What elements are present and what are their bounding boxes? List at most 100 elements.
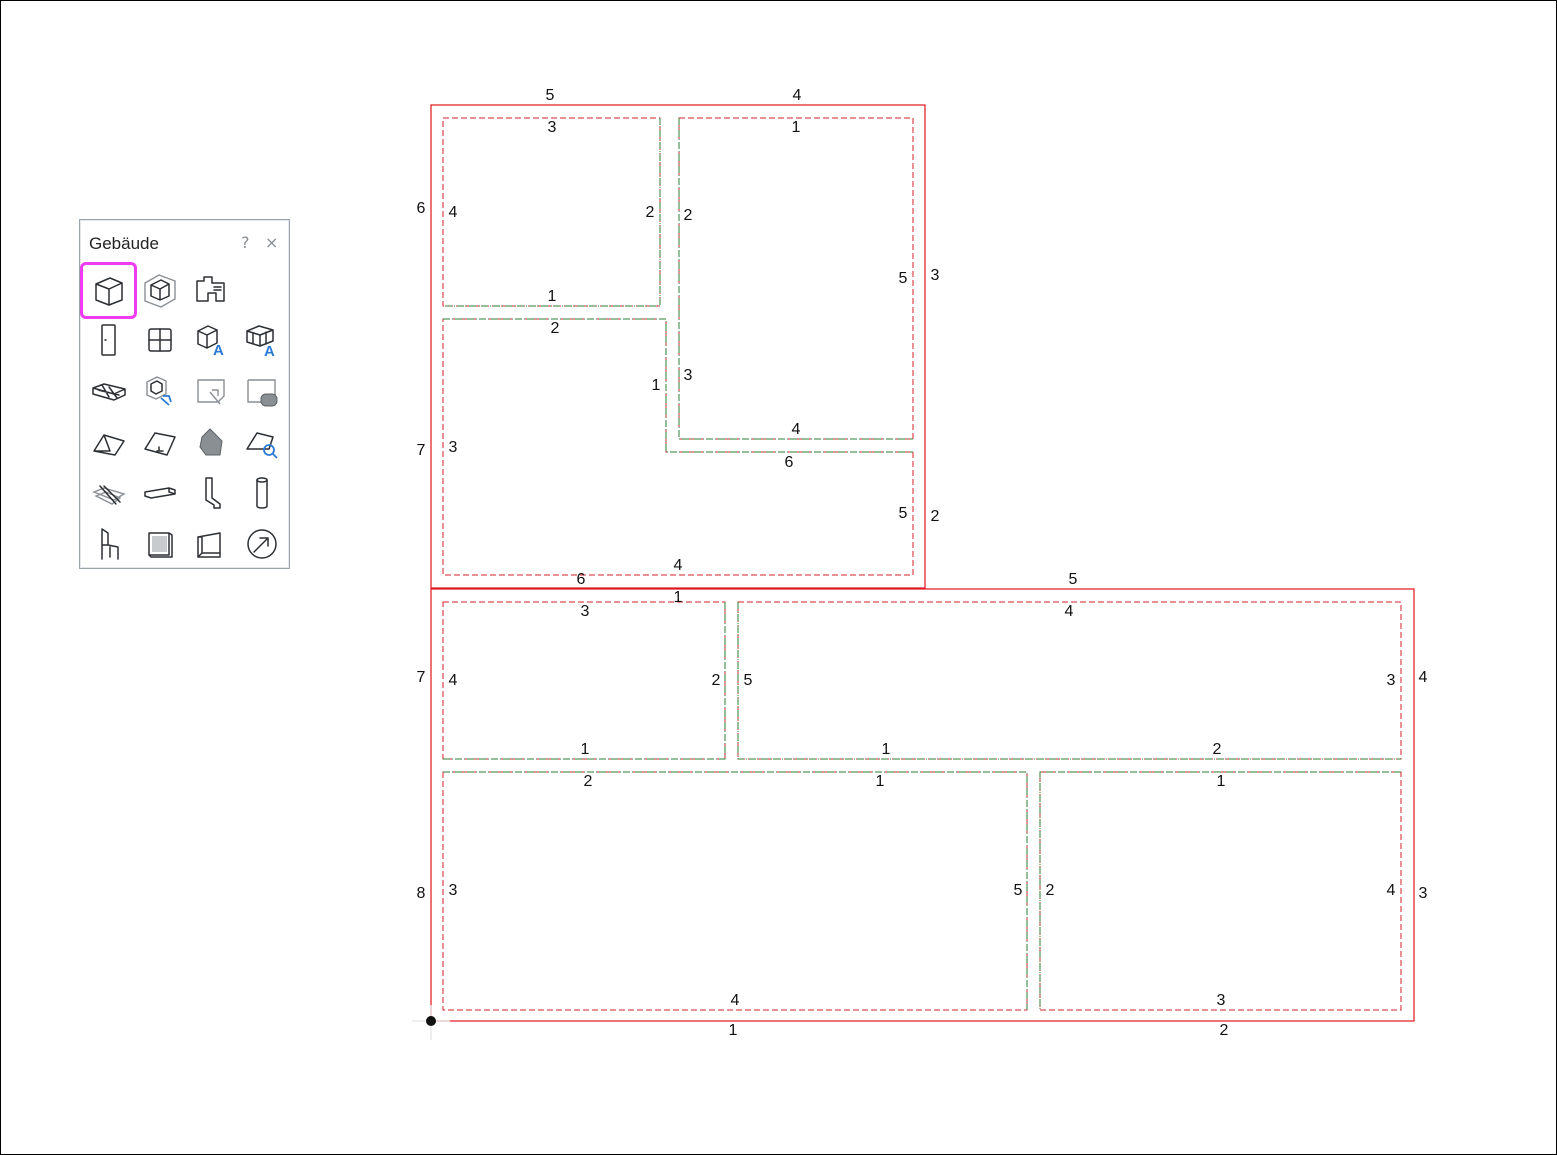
room-lower-large-green-edge — [443, 771, 1028, 1010]
edge-label: 1 — [1217, 773, 1226, 790]
door-tool[interactable] — [84, 315, 134, 365]
edge-label: 2 — [712, 672, 721, 689]
room-upper-right[interactable] — [678, 117, 914, 440]
room-edit-tool[interactable] — [135, 366, 185, 416]
origin-point[interactable] — [426, 1016, 436, 1026]
edge-label: 1 — [652, 377, 661, 394]
floor-plan-tool[interactable] — [186, 265, 236, 315]
slab-icon — [144, 432, 176, 456]
roof-fill-icon — [199, 428, 223, 456]
area-fill-tool[interactable] — [237, 366, 287, 416]
room-lower-right-green-edge — [1039, 771, 1401, 1010]
edge-label: 2 — [1220, 1022, 1229, 1039]
chair-icon — [101, 528, 119, 560]
edge-label: 1 — [882, 741, 891, 758]
edge-label: 1 — [792, 119, 801, 136]
room-box-tool[interactable] — [80, 262, 137, 319]
edge-label: 3 — [1387, 672, 1396, 689]
edge-label: 6 — [577, 571, 586, 588]
edge-label: 1 — [548, 288, 557, 305]
room-box-gray-icon — [144, 274, 176, 308]
gutter-icon — [144, 487, 176, 499]
room-lower-wide-green-edge — [737, 602, 1401, 760]
edge-label: 5 — [546, 87, 555, 104]
room-box-icon — [94, 276, 123, 306]
svg-text:A: A — [213, 342, 224, 359]
floor-plan-icon — [196, 276, 225, 302]
room-upper-right-green-edge — [678, 118, 913, 440]
edge-label: 3 — [548, 119, 557, 136]
edge-label: 3 — [449, 882, 458, 899]
edge-label: 5 — [1014, 882, 1023, 899]
edge-label: 2 — [646, 204, 655, 221]
edge-label: 3 — [449, 439, 458, 456]
slab-tool[interactable] — [135, 417, 185, 467]
edge-label: 4 — [731, 992, 740, 1009]
wall-corner-tool[interactable] — [186, 519, 236, 569]
area-fill-icon — [247, 379, 278, 407]
roof-tool[interactable] — [84, 417, 134, 467]
roof-search-tool[interactable] — [237, 417, 287, 467]
edge-label: 2 — [1046, 882, 1055, 899]
room-box-gray-tool[interactable] — [135, 265, 185, 315]
edge-label: 7 — [417, 442, 426, 459]
gutter-tool[interactable] — [135, 468, 185, 518]
edge-label: 2 — [1213, 741, 1222, 758]
edge-label: 5 — [1069, 571, 1078, 588]
multi-room-label-tool[interactable]: A — [237, 315, 287, 365]
circle-arrow-icon — [247, 529, 277, 559]
area-select-icon — [197, 379, 225, 405]
room-upper-l-shape-green-edge — [443, 318, 913, 453]
roof-fill-tool[interactable] — [186, 417, 236, 467]
edge-label: 1 — [729, 1022, 738, 1039]
edge-label: 2 — [931, 508, 940, 525]
roof-search-icon — [246, 432, 278, 459]
edge-label: 5 — [899, 270, 908, 287]
edge-label: 4 — [792, 421, 801, 438]
edge-label: 4 — [449, 672, 458, 689]
room-lower-large[interactable] — [442, 771, 1028, 1011]
close-icon[interactable]: × — [265, 233, 279, 252]
room-lower-right[interactable] — [1039, 771, 1402, 1011]
edge-label: 8 — [417, 885, 426, 902]
column-tool[interactable] — [237, 468, 287, 518]
area-select-tool[interactable] — [186, 366, 236, 416]
panel-icon — [148, 532, 173, 558]
edge-label: 7 — [417, 669, 426, 686]
column-icon — [256, 477, 268, 509]
edge-label: 2 — [584, 773, 593, 790]
upper-building-outline[interactable] — [430, 104, 926, 589]
room-label-icon: A — [197, 325, 224, 359]
edge-label: 3 — [1217, 992, 1226, 1009]
room-edit-icon — [146, 376, 172, 406]
stair-tool[interactable] — [84, 468, 134, 518]
edge-label: 6 — [417, 200, 426, 217]
downpipe-tool[interactable] — [186, 468, 236, 518]
palette-title: Gebäude — [89, 234, 159, 253]
edge-label: 3 — [1419, 885, 1428, 902]
help-icon[interactable]: ? — [241, 233, 250, 252]
edge-label: 3 — [581, 603, 590, 620]
edge-label: 4 — [793, 87, 802, 104]
panel-tool[interactable] — [135, 519, 185, 569]
lower-building-outline[interactable] — [430, 588, 1415, 1022]
downpipe-icon — [205, 477, 221, 509]
room-upper-left-green-edge — [443, 118, 661, 307]
grid-tray-tool[interactable] — [84, 366, 134, 416]
window-tool[interactable] — [135, 315, 185, 365]
roof-icon — [93, 434, 125, 456]
room-lower-wide[interactable] — [737, 601, 1402, 760]
edge-label: 2 — [551, 320, 560, 337]
edge-label: 4 — [674, 557, 683, 574]
gebaeude-palette: Gebäude ? × A — [79, 219, 290, 569]
edge-label: 4 — [1387, 882, 1396, 899]
circle-arrow-tool[interactable] — [237, 519, 287, 569]
room-lower-small[interactable] — [442, 601, 726, 760]
door-icon — [101, 324, 116, 356]
chair-tool[interactable] — [84, 519, 134, 569]
room-upper-left[interactable] — [442, 117, 661, 307]
room-label-tool[interactable]: A — [186, 315, 236, 365]
room-upper-l-shape[interactable] — [442, 318, 914, 576]
svg-text:A: A — [264, 343, 275, 359]
